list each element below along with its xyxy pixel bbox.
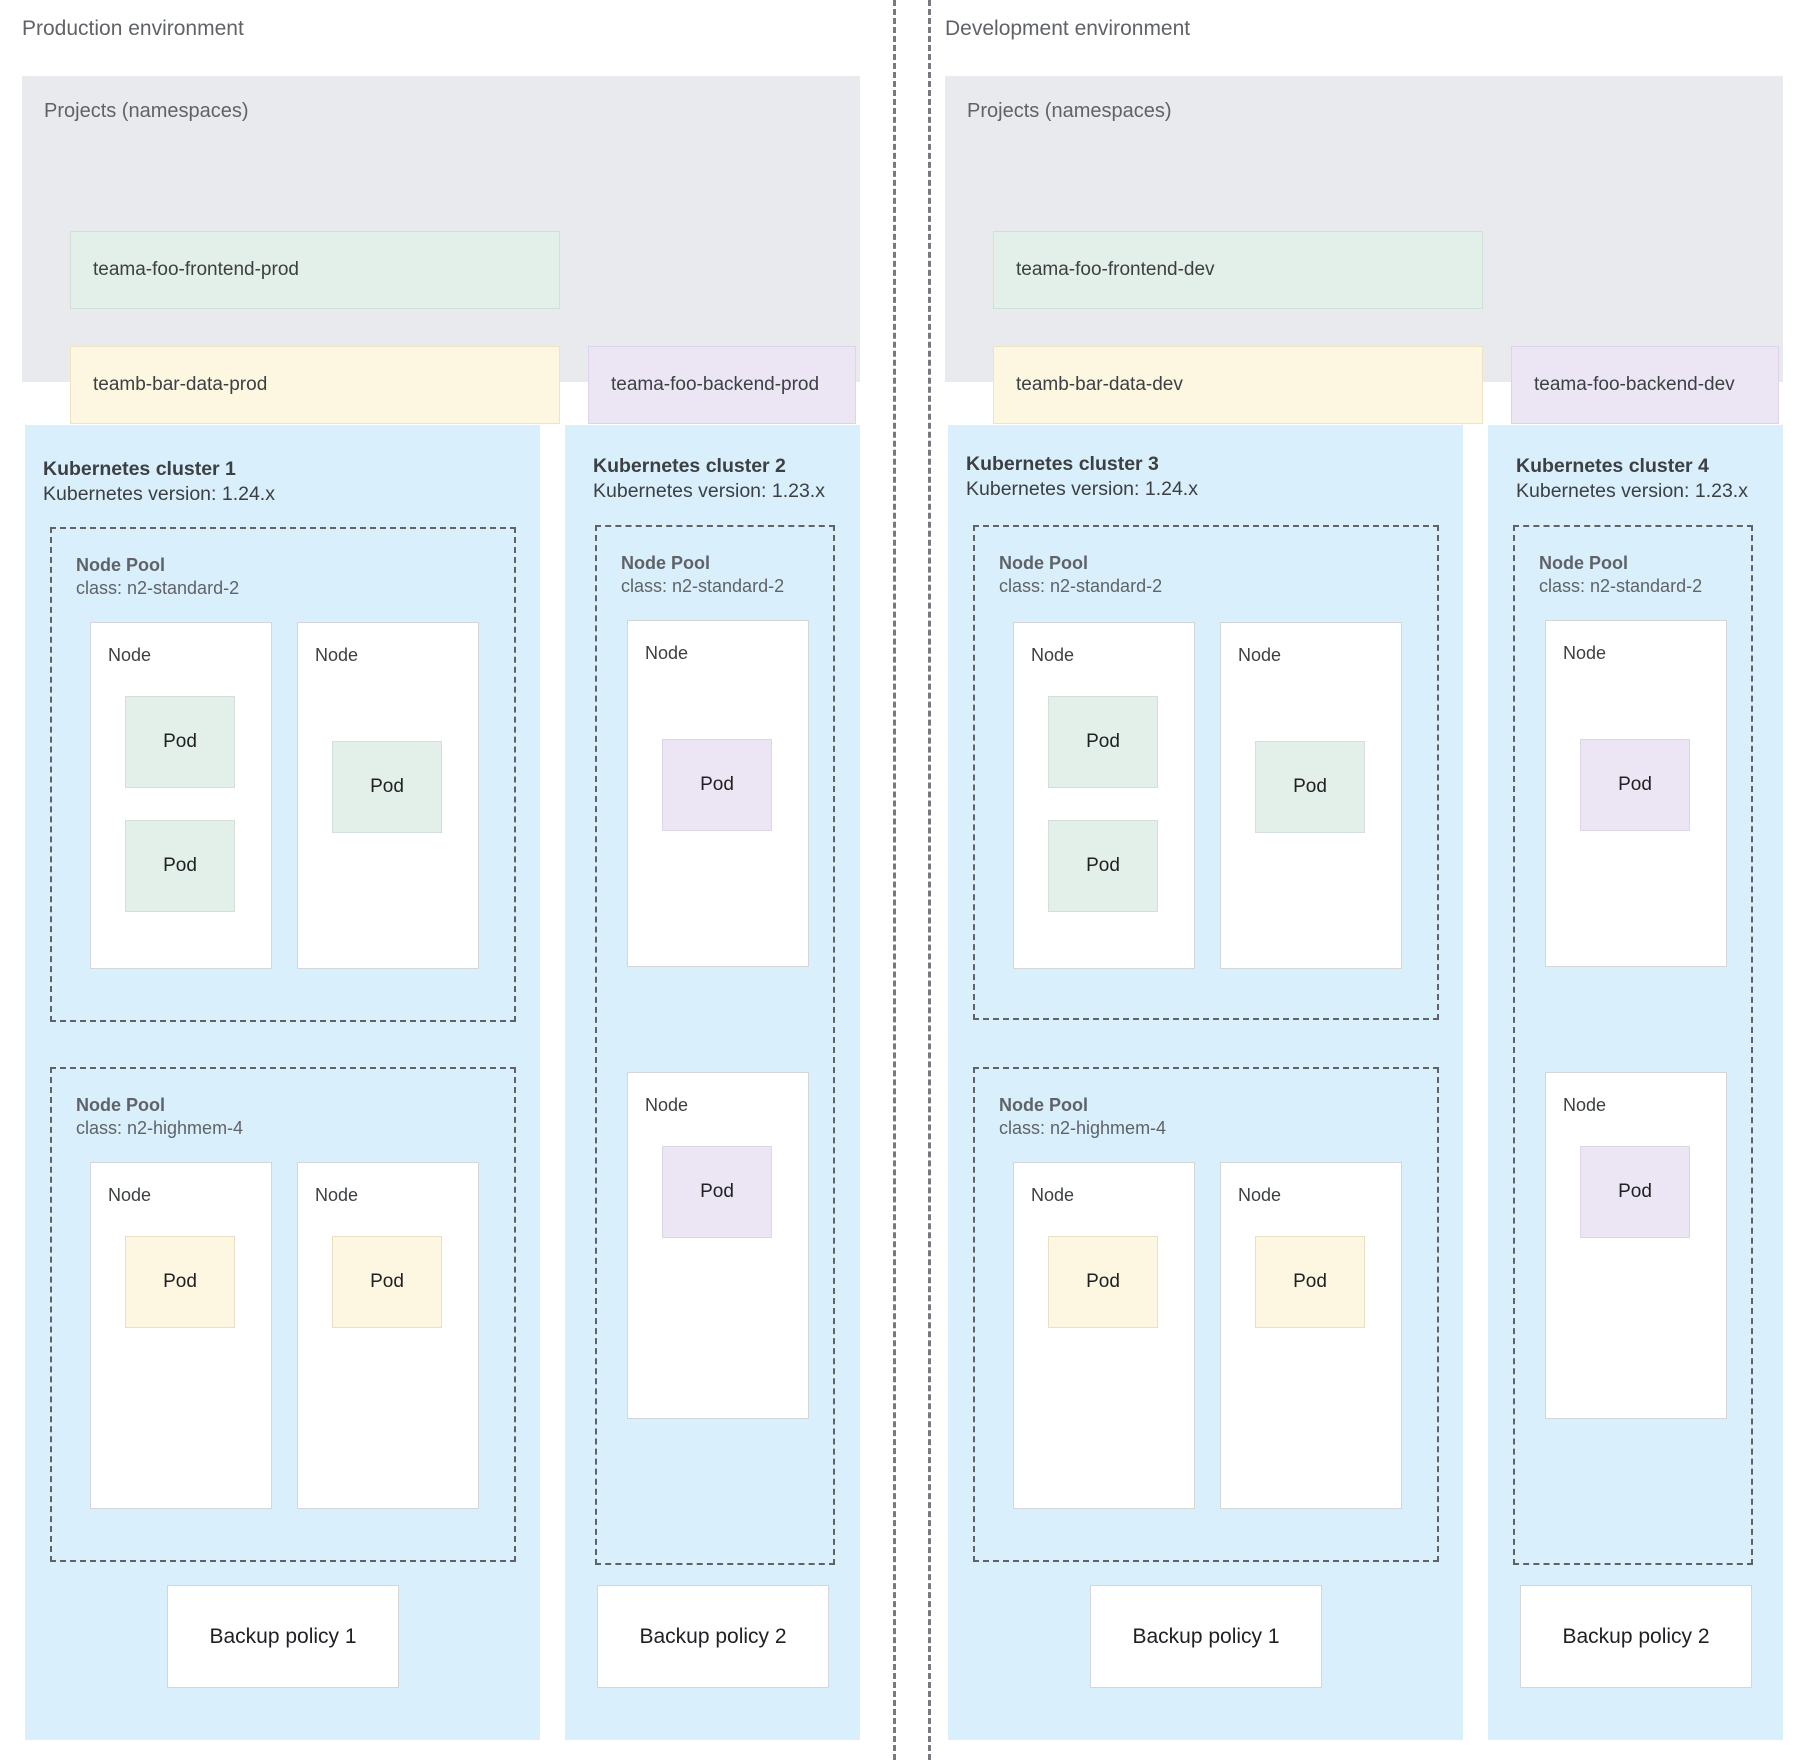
backup-policy-box[interactable]: Backup policy 2 xyxy=(597,1585,829,1688)
node-label: Node xyxy=(1238,645,1282,665)
node-pool-class: class: n2-standard-2 xyxy=(1539,576,1703,596)
environment-title-production: Production environment xyxy=(22,17,244,40)
node-pool: Node Pool class: n2-highmem-4 Node Pod N… xyxy=(50,1067,516,1562)
node-pool-class: class: n2-standard-2 xyxy=(999,576,1163,596)
node-label: Node xyxy=(108,645,152,665)
node-box[interactable]: Node Pod Pod xyxy=(90,622,272,969)
node-box[interactable]: Node Pod xyxy=(627,620,809,967)
environment-divider-right xyxy=(928,0,931,1760)
node-box[interactable]: Node Pod xyxy=(90,1162,272,1509)
pod-box[interactable]: Pod xyxy=(1255,741,1365,833)
node-label: Node xyxy=(645,643,689,663)
cluster-panel-3: Kubernetes cluster 3 Kubernetes version:… xyxy=(948,425,1463,1740)
node-box[interactable]: Node Pod xyxy=(1220,1162,1402,1509)
node-label: Node xyxy=(1031,645,1075,665)
pod-box[interactable]: Pod xyxy=(125,696,235,788)
node-box[interactable]: Node Pod xyxy=(1545,1072,1727,1419)
cluster-panel-1: Kubernetes cluster 1 Kubernetes version:… xyxy=(25,425,540,1740)
projects-heading: Projects (namespaces) xyxy=(967,100,1172,122)
node-pool-class: class: n2-standard-2 xyxy=(621,576,785,596)
namespace-box[interactable]: teamb-bar-data-prod xyxy=(70,346,560,424)
backup-policy-box[interactable]: Backup policy 1 xyxy=(167,1585,399,1688)
node-pool-class: class: n2-highmem-4 xyxy=(999,1118,1167,1138)
node-box[interactable]: Node Pod xyxy=(1545,620,1727,967)
node-box[interactable]: Node Pod xyxy=(1013,1162,1195,1509)
pod-box[interactable]: Pod xyxy=(662,1146,772,1238)
environment-production: Production environment Projects (namespa… xyxy=(0,0,893,1760)
cluster-title: Kubernetes cluster 2 xyxy=(593,455,786,477)
cluster-version: Kubernetes version: 1.24.x xyxy=(966,478,1198,500)
cluster-title: Kubernetes cluster 4 xyxy=(1516,455,1709,477)
node-box[interactable]: Node Pod xyxy=(627,1072,809,1419)
cluster-title: Kubernetes cluster 3 xyxy=(966,453,1159,475)
projects-heading: Projects (namespaces) xyxy=(44,100,249,122)
environment-title-development: Development environment xyxy=(945,17,1191,40)
node-box[interactable]: Node Pod Pod xyxy=(1013,622,1195,969)
node-box[interactable]: Node Pod xyxy=(297,622,479,969)
node-pool-class: class: n2-standard-2 xyxy=(76,578,240,598)
pod-box[interactable]: Pod xyxy=(1048,820,1158,912)
namespace-box[interactable]: teama-foo-frontend-dev xyxy=(993,231,1483,309)
environment-development: Development environment Projects (namesp… xyxy=(940,0,1800,1760)
pod-box[interactable]: Pod xyxy=(1048,696,1158,788)
node-pool: Node Pool class: n2-standard-2 Node Pod … xyxy=(973,525,1439,1020)
pod-box[interactable]: Pod xyxy=(662,739,772,831)
namespace-box[interactable]: teama-foo-backend-prod xyxy=(588,346,856,424)
node-pool-heading: Node Pool xyxy=(1539,553,1628,573)
node-label: Node xyxy=(645,1095,689,1115)
pod-box[interactable]: Pod xyxy=(125,820,235,912)
node-pool-heading: Node Pool xyxy=(76,555,165,575)
node-pool: Node Pool class: n2-standard-2 Node Pod … xyxy=(1513,525,1753,1565)
pod-box[interactable]: Pod xyxy=(125,1236,235,1328)
namespace-box[interactable]: teamb-bar-data-dev xyxy=(993,346,1483,424)
node-label: Node xyxy=(1563,643,1607,663)
environment-divider-left xyxy=(893,0,896,1760)
cluster-panel-2: Kubernetes cluster 2 Kubernetes version:… xyxy=(565,425,860,1740)
pod-box[interactable]: Pod xyxy=(1048,1236,1158,1328)
node-label: Node xyxy=(108,1185,152,1205)
node-label: Node xyxy=(1563,1095,1607,1115)
pod-box[interactable]: Pod xyxy=(332,1236,442,1328)
cluster-version: Kubernetes version: 1.23.x xyxy=(1516,480,1748,502)
node-box[interactable]: Node Pod xyxy=(1220,622,1402,969)
namespace-box[interactable]: teama-foo-frontend-prod xyxy=(70,231,560,309)
cluster-version: Kubernetes version: 1.24.x xyxy=(43,483,275,505)
backup-policy-box[interactable]: Backup policy 1 xyxy=(1090,1585,1322,1688)
backup-policy-box[interactable]: Backup policy 2 xyxy=(1520,1585,1752,1688)
pod-box[interactable]: Pod xyxy=(332,741,442,833)
pod-box[interactable]: Pod xyxy=(1580,1146,1690,1238)
cluster-version: Kubernetes version: 1.23.x xyxy=(593,480,825,502)
cluster-panel-4: Kubernetes cluster 4 Kubernetes version:… xyxy=(1488,425,1783,1740)
pod-box[interactable]: Pod xyxy=(1255,1236,1365,1328)
pod-box[interactable]: Pod xyxy=(1580,739,1690,831)
node-label: Node xyxy=(1031,1185,1075,1205)
namespace-box[interactable]: teama-foo-backend-dev xyxy=(1511,346,1779,424)
node-box[interactable]: Node Pod xyxy=(297,1162,479,1509)
node-pool-heading: Node Pool xyxy=(999,553,1088,573)
node-label: Node xyxy=(315,1185,359,1205)
node-pool-heading: Node Pool xyxy=(76,1095,165,1115)
node-pool-heading: Node Pool xyxy=(621,553,710,573)
node-label: Node xyxy=(1238,1185,1282,1205)
node-pool-heading: Node Pool xyxy=(999,1095,1088,1115)
node-pool: Node Pool class: n2-standard-2 Node Pod … xyxy=(595,525,835,1565)
projects-panel-development: Projects (namespaces) teama-foo-frontend… xyxy=(945,76,1783,424)
node-label: Node xyxy=(315,645,359,665)
node-pool-class: class: n2-highmem-4 xyxy=(76,1118,244,1138)
cluster-title: Kubernetes cluster 1 xyxy=(43,458,236,480)
node-pool: Node Pool class: n2-highmem-4 Node Pod N… xyxy=(973,1067,1439,1562)
node-pool: Node Pool class: n2-standard-2 Node Pod … xyxy=(50,527,516,1022)
projects-panel-production: Projects (namespaces) teama-foo-frontend… xyxy=(22,76,860,424)
